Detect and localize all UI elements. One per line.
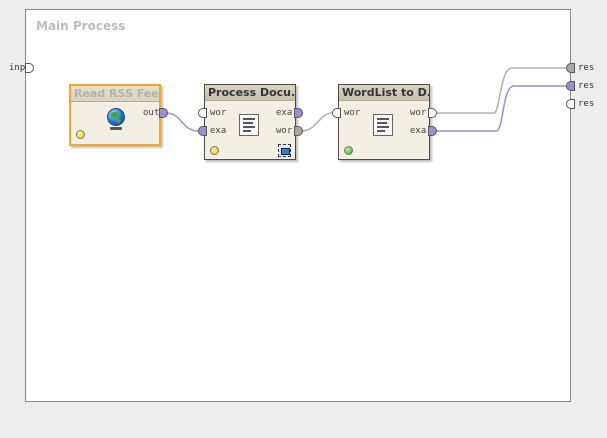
globe-icon xyxy=(107,108,125,126)
status-indicator-icon xyxy=(76,130,85,139)
process-documents-output-port-wor[interactable] xyxy=(294,126,303,136)
operator-process-documents[interactable]: Process Docu... wor exa exa wor xyxy=(204,84,296,160)
globe-stand-icon xyxy=(110,127,122,130)
process-input-label: inp xyxy=(9,63,26,73)
operator-title: Read RSS Feed xyxy=(71,86,159,102)
port-label-wor-out: wor xyxy=(276,126,293,136)
process-input-port[interactable] xyxy=(25,63,34,73)
process-output-port-1[interactable] xyxy=(566,63,575,73)
port-label-wor-in: wor xyxy=(344,108,361,118)
process-output-label-2: res xyxy=(578,81,595,91)
port-label-wor-out: wor xyxy=(410,108,427,118)
process-output-port-2[interactable] xyxy=(566,81,575,91)
read-rss-output-port[interactable] xyxy=(159,108,168,118)
status-indicator-icon xyxy=(344,146,353,155)
document-icon xyxy=(239,114,259,136)
wordlist-input-port-wor[interactable] xyxy=(332,108,341,118)
process-documents-input-port-exa[interactable] xyxy=(198,126,207,136)
operator-read-rss-feed[interactable]: Read RSS Feed out xyxy=(69,84,161,146)
operator-title: Process Docu... xyxy=(205,85,295,101)
status-indicator-icon xyxy=(210,146,219,155)
operator-title: WordList to D... xyxy=(339,85,429,101)
process-documents-output-port-exa[interactable] xyxy=(294,108,303,118)
document-icon xyxy=(373,114,393,136)
process-canvas[interactable]: Main Process xyxy=(25,9,571,402)
wordlist-output-port-wor[interactable] xyxy=(428,108,437,118)
process-output-label-1: res xyxy=(578,63,595,73)
port-label-out: out xyxy=(143,108,160,118)
port-label-wor-in: wor xyxy=(210,108,227,118)
process-documents-input-port-wor[interactable] xyxy=(198,108,207,118)
process-output-label-3: res xyxy=(578,99,595,109)
process-output-port-3[interactable] xyxy=(566,99,575,109)
port-label-exa-in: exa xyxy=(210,126,227,136)
port-label-exa-out: exa xyxy=(410,126,427,136)
subprocess-icon[interactable] xyxy=(278,144,291,157)
canvas-title: Main Process xyxy=(36,19,126,33)
wordlist-output-port-exa[interactable] xyxy=(428,126,437,136)
operator-wordlist-to-data[interactable]: WordList to D... wor wor exa xyxy=(338,84,430,160)
port-label-exa-out: exa xyxy=(276,108,293,118)
